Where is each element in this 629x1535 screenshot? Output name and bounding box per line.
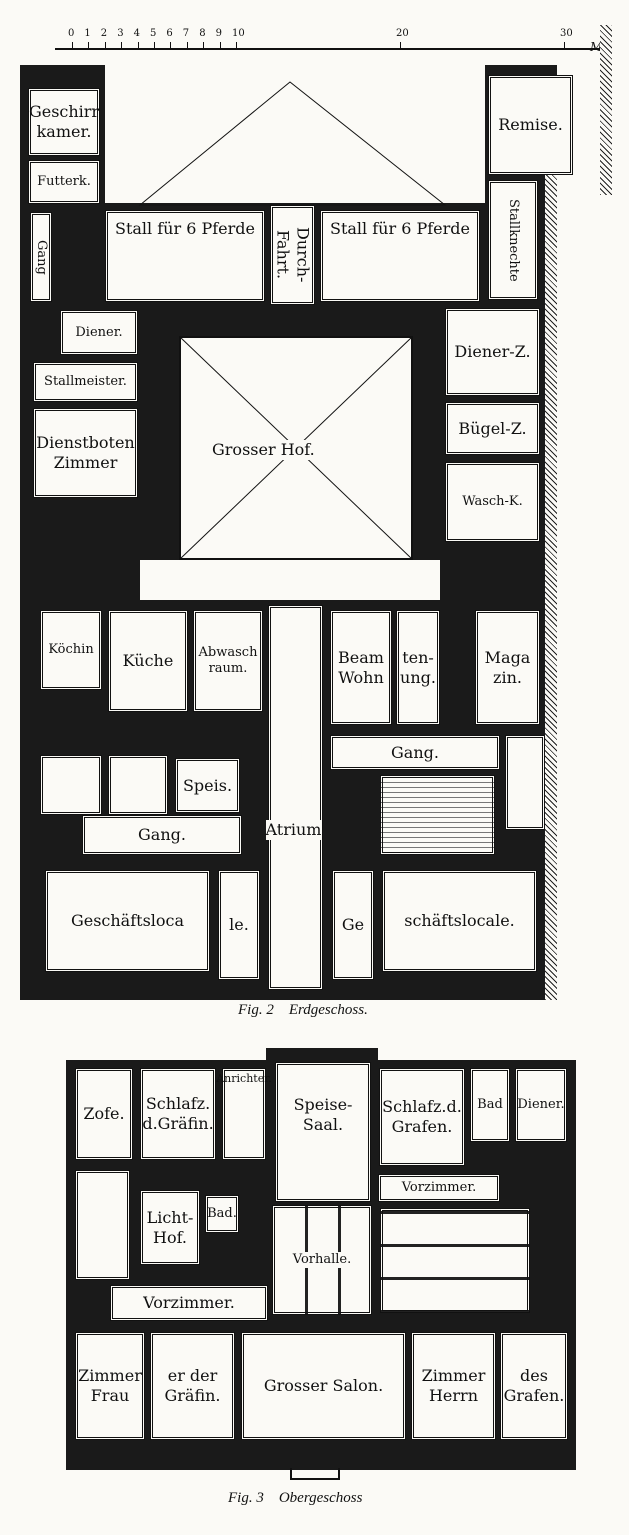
room-staircase (380, 775, 495, 855)
room-diener-z: Diener-Z. (445, 308, 540, 396)
scale-tick (88, 42, 90, 49)
room-stallknechte: Stallknechte (488, 180, 538, 300)
room-schlafz-graefin: Schlafz. d.Gräfin. (140, 1068, 216, 1160)
scale-tick (400, 42, 401, 49)
scale-tick (170, 42, 172, 49)
fig2-caption: Fig. 2 Erdgeschoss. (238, 1002, 368, 1018)
room-atrium: Atrium (265, 820, 322, 840)
room-wasch-k: Wasch-K. (445, 462, 540, 542)
room-vorhalle: Vorhalle. (272, 1205, 372, 1315)
room-grosser-salon: Grosser Salon. (241, 1332, 406, 1440)
scale-tick (186, 42, 188, 49)
room-abwaschraum: Abwasch raum. (193, 610, 263, 712)
room-stair-fig3 (75, 1170, 130, 1280)
room-vorzimmer-right: Vorzimmer. (378, 1174, 500, 1202)
room-dienstboten: Dienstboten Zimmer (33, 408, 138, 498)
room-beamten-b: ten- ung. (396, 610, 440, 725)
room-zimmer-frau-a: Zimmer Frau (75, 1332, 145, 1440)
room-geschaeft-right-a: Ge (332, 870, 374, 980)
room-stall-right: Stall für 6 Pferde (320, 210, 480, 302)
room-stair-left (40, 755, 102, 815)
scale-tick-label: 4 (133, 28, 140, 39)
room-hall-right (380, 1208, 530, 1313)
scale-tick-label: 6 (166, 28, 173, 39)
label-grosser-hof: Grosser Hof. (210, 440, 317, 460)
scale-tick-label: 20 (396, 28, 409, 39)
room-beamten-a: Beam Wohn (330, 610, 392, 725)
scale-tick-label: 30 (560, 28, 573, 39)
room-koechin: Köchin (40, 610, 102, 690)
room-speisesaal: Speise- Saal. (275, 1062, 371, 1202)
scale-tick (72, 42, 73, 49)
room-lightwell-left (108, 755, 168, 815)
scale-tick-label: 10 (232, 28, 245, 39)
room-gang-right: Gang. (330, 735, 500, 770)
room-gang-left: Gang. (82, 815, 242, 855)
fig3-caption: Fig. 3 Obergeschoss (228, 1490, 363, 1506)
room-stallmeister: Stallmeister. (33, 362, 138, 402)
room-lightwell-right (505, 735, 545, 830)
room-schlafz-grafen: Schlafz.d. Grafen. (379, 1068, 465, 1166)
room-vorzimmer-left: Vorzimmer. (110, 1285, 268, 1321)
room-zimmer-frau-b: er der Gräfin. (150, 1332, 235, 1440)
room-diener: Diener. (60, 310, 138, 355)
room-zofe: Zofe. (75, 1068, 133, 1160)
scale-tick (203, 42, 205, 49)
room-kueche: Küche (108, 610, 188, 712)
scale-tick-label: 3 (117, 28, 124, 39)
scale-tick (154, 42, 155, 49)
scale-tick-label: 8 (199, 28, 206, 39)
scale-tick (104, 42, 106, 49)
room-buegel-z: Bügel-Z. (445, 402, 540, 455)
scale-tick (564, 42, 565, 49)
scale-tick-label: 7 (182, 28, 190, 39)
room-zimmer-herrn-a: Zimmer Herrn (411, 1332, 496, 1440)
balcony (290, 1468, 340, 1480)
room-lichthof: Licht- Hof. (140, 1190, 200, 1265)
scale-tick-label: 0 (68, 28, 75, 39)
room-speis: Speis. (175, 758, 240, 813)
scale-tick (236, 42, 237, 49)
scale-tick-label: 1 (84, 28, 91, 39)
room-diener-fig3: Diener. (515, 1068, 567, 1142)
room-stall-left: Stall für 6 Pferde (105, 210, 265, 302)
room-magazin: Maga zin. (475, 610, 540, 725)
room-geschaeft-left-b: le. (218, 870, 260, 980)
room-geschaeft-left-a: Geschäftsloca (45, 870, 210, 972)
scale-tick (219, 42, 221, 49)
room-geschaeft-right-b: schäftslocale. (382, 870, 537, 972)
scale-tick-label: 2 (100, 28, 108, 39)
room-bad-left: Bad. (205, 1195, 239, 1233)
scale-tick-label: 5 (150, 28, 157, 39)
room-durchfahrt: Durch-Fahrt. (270, 205, 315, 305)
room-gang-stable: Gang (30, 212, 52, 302)
room-bad-right: Bad (470, 1068, 510, 1142)
scale-tick (137, 42, 139, 49)
room-zimmer-herrn-b: des Grafen. (500, 1332, 568, 1440)
scale-tick-label: 9 (215, 28, 222, 39)
room-anrichter: Anrichter. (216, 1068, 272, 1160)
room-geschirrkammer: Geschirr kamer. (28, 88, 100, 156)
room-futterkammer: Futterk. (28, 160, 100, 204)
scale-tick (121, 42, 123, 49)
room-remise: Remise. (488, 75, 573, 175)
room-atrium-passage (268, 605, 323, 990)
